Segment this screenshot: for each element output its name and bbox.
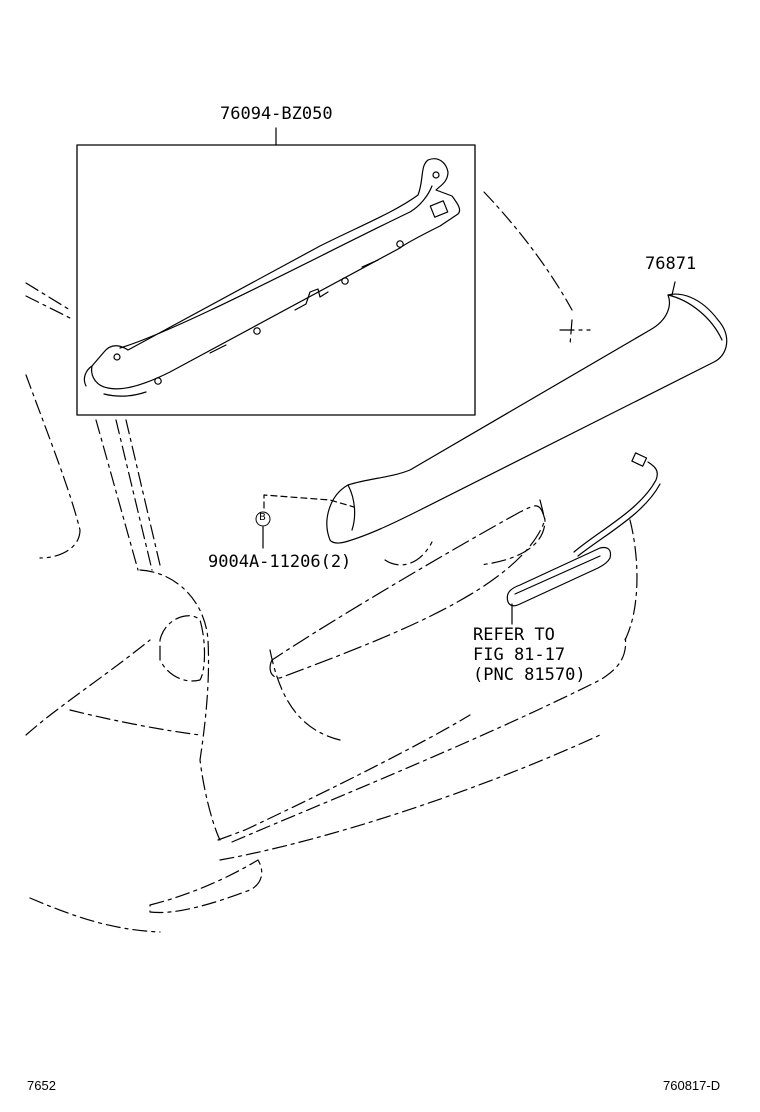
fastener-leader [264,495,354,508]
part-number-fastener: 9004A-11206(2) [208,552,352,572]
quarter-panel [140,570,220,840]
spoiler-outline [327,294,727,543]
c-pillar [116,420,152,570]
emblem-hole [254,328,260,334]
stop-lamp-lens [515,556,600,594]
stop-lamp-wire [578,484,660,556]
license-recess [480,500,545,565]
spoiler-end-cap [348,485,355,530]
c-pillar [96,420,138,570]
body-side [70,710,200,735]
refer-note-line2: FIG 81-17 [473,645,566,665]
side-window [26,375,80,558]
emblem-lower-edge [104,392,146,396]
rear-spoiler [256,282,727,548]
fastener-marker-letter: B [259,512,266,523]
bumper-top [232,635,626,842]
inset-detail [77,128,475,415]
part-number-spoiler: 76871 [645,254,697,274]
footer-right-code: 760817-D [663,1078,721,1093]
stop-lamp [507,453,660,624]
roof-line [26,283,70,310]
emblem-inner-edge [120,186,432,348]
garnish-outline [270,506,545,678]
rear-hatch-arc [484,192,572,310]
hatch-garnish [270,506,545,678]
emblem-mark [210,345,226,353]
hatch-corner [560,320,590,345]
hatch-right [625,520,637,640]
emblem-hole [397,241,403,247]
stop-lamp-wire [574,462,657,552]
emblem-mark [362,260,378,267]
lamp-recess [270,650,340,740]
hatch-inner [385,542,432,565]
body-side [26,640,150,735]
part-number-inset: 76094-BZ050 [220,104,333,124]
emblem-outline [92,159,460,389]
footer-left-code: 7652 [27,1078,56,1093]
spoiler-upper-edge [668,295,722,340]
inset-frame [77,145,475,415]
bumper-lower [220,735,600,860]
reflector [150,860,262,913]
tail-lamp [160,616,205,681]
emblem-left-tab [84,366,92,386]
vehicle-phantom-lines [26,192,637,932]
roof-line [26,296,70,318]
emblem-clip [295,289,328,310]
c-pillar [126,420,160,565]
emblem-hole [433,172,439,178]
lower-edge [30,898,160,932]
emblem-hole [342,278,348,284]
emblem-badge [430,201,447,217]
emblem-hole [155,378,161,384]
spoiler-leader [672,282,675,295]
emblem-hole [114,354,120,360]
stop-lamp-connector [632,453,647,466]
hatch-lower [218,715,470,840]
fastener-marker-circle [256,512,270,526]
refer-note-line1: REFER TO [473,625,555,645]
stop-lamp-body [507,547,610,605]
refer-note-line3: (PNC 81570) [473,665,586,685]
